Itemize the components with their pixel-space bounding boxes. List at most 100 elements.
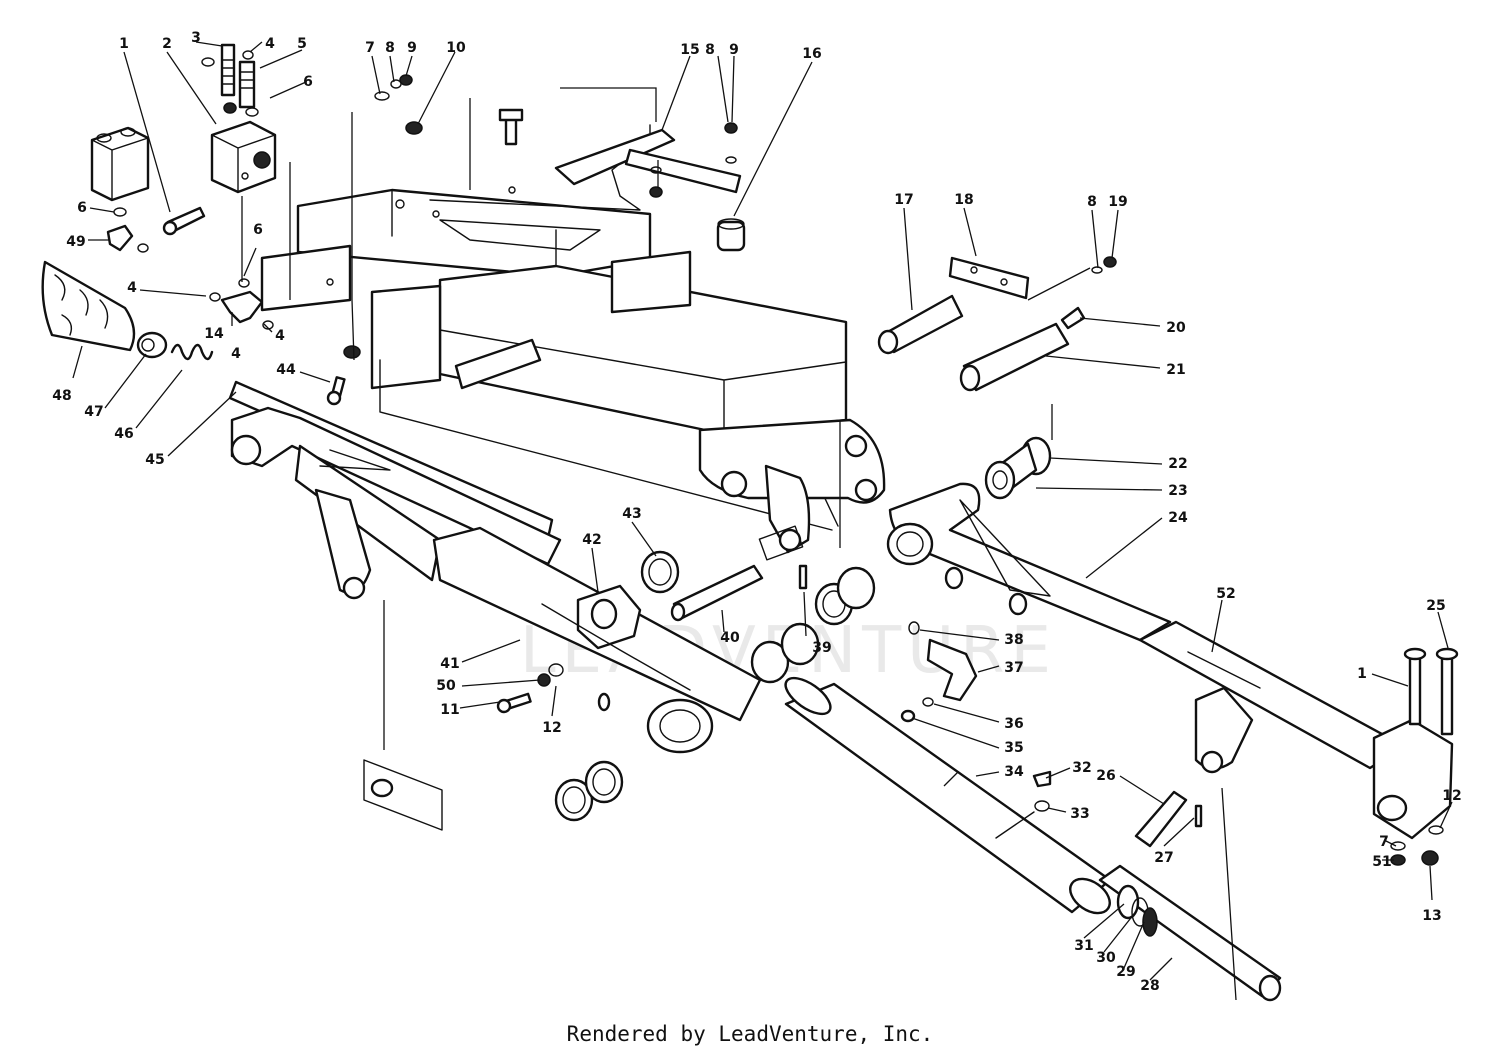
callout-52: 52 xyxy=(1216,586,1235,602)
callout-4: 4 xyxy=(231,346,241,362)
main-frame xyxy=(260,124,848,531)
callout-7: 7 xyxy=(1379,834,1389,850)
callout-6: 6 xyxy=(303,74,313,90)
callout-50: 50 xyxy=(436,678,456,694)
arm-extension-52 xyxy=(1138,620,1406,774)
callout-41: 41 xyxy=(440,656,459,672)
callout-labels: 1 2 3 4 5 6 6 6 49 4 4 4 14 48 47 46 45 … xyxy=(52,30,1461,994)
callout-6: 6 xyxy=(253,222,263,238)
callout-21: 21 xyxy=(1166,362,1185,378)
callout-51: 51 xyxy=(1372,854,1391,870)
callout-38: 38 xyxy=(1004,632,1023,648)
callout-42: 42 xyxy=(582,532,601,548)
valve-handle-grip xyxy=(41,260,136,352)
callout-47: 47 xyxy=(84,404,103,420)
left-lift-arm-41 xyxy=(230,406,762,754)
callout-49: 49 xyxy=(66,234,85,250)
callout-1: 1 xyxy=(119,36,129,52)
callout-8: 8 xyxy=(705,42,715,58)
callout-4: 4 xyxy=(265,36,275,52)
callout-22: 22 xyxy=(1168,456,1187,472)
callout-14: 14 xyxy=(204,326,224,342)
callout-36: 36 xyxy=(1004,716,1023,732)
render-credit: Rendered by LeadVenture, Inc. xyxy=(566,1022,934,1046)
callout-8: 8 xyxy=(1087,194,1097,210)
hardware-11-50-12 xyxy=(496,663,611,714)
elbow-fitting-37 xyxy=(900,621,978,723)
end-block-and-bolts xyxy=(1372,647,1459,866)
callout-9: 9 xyxy=(407,40,417,56)
callout-11: 11 xyxy=(440,702,459,718)
tee-fitting-49 xyxy=(106,224,134,252)
callout-24: 24 xyxy=(1168,510,1188,526)
pin-17 xyxy=(877,294,964,355)
callout-18: 18 xyxy=(954,192,973,208)
callout-40: 40 xyxy=(720,630,740,646)
bolt-44 xyxy=(326,376,346,406)
callout-3: 3 xyxy=(191,30,201,46)
callout-44: 44 xyxy=(276,362,296,378)
callout-7: 7 xyxy=(365,40,375,56)
callout-35: 35 xyxy=(1004,740,1023,756)
valve-bolt xyxy=(162,206,206,236)
callout-29: 29 xyxy=(1116,964,1135,980)
bushing-47 xyxy=(136,331,168,359)
small-hardware-top xyxy=(343,74,1117,359)
callout-27: 27 xyxy=(1154,850,1173,866)
callout-1: 1 xyxy=(1357,666,1367,682)
callout-8: 8 xyxy=(385,40,395,56)
spare-valve-block xyxy=(90,126,150,202)
callout-4: 4 xyxy=(127,280,137,296)
callout-15: 15 xyxy=(680,42,699,58)
callout-46: 46 xyxy=(114,426,133,442)
callout-12: 12 xyxy=(1442,788,1461,804)
callout-43: 43 xyxy=(622,506,641,522)
tee-fitting-14 xyxy=(220,290,264,324)
callout-4: 4 xyxy=(275,328,285,344)
parts-drawing: LEADVENTURE xyxy=(41,30,1462,1002)
alignment-lines xyxy=(241,87,1237,1001)
pin-40 xyxy=(670,564,808,622)
callout-12: 12 xyxy=(542,720,561,736)
frame-pivot-plates xyxy=(698,418,886,561)
callout-5: 5 xyxy=(297,36,307,52)
callout-19: 19 xyxy=(1108,194,1127,210)
hydraulic-valve-body xyxy=(210,120,277,194)
bushings-lower-left xyxy=(554,550,876,822)
callout-23: 23 xyxy=(1168,483,1187,499)
callout-28: 28 xyxy=(1140,978,1159,994)
cross-tube-34 xyxy=(784,676,1112,915)
callout-34: 34 xyxy=(1004,764,1024,780)
shaft-28 xyxy=(1098,864,1282,1002)
stop-16 xyxy=(716,218,746,252)
callout-30: 30 xyxy=(1096,950,1116,966)
callout-45: 45 xyxy=(145,452,164,468)
callout-37: 37 xyxy=(1004,660,1023,676)
callout-25: 25 xyxy=(1426,598,1445,614)
callout-9: 9 xyxy=(729,42,739,58)
bushing-plate-42 xyxy=(541,584,691,691)
callout-10: 10 xyxy=(446,40,466,56)
bracket-15 xyxy=(554,128,742,194)
bushings-22-23 xyxy=(984,436,1052,500)
callout-48: 48 xyxy=(52,388,71,404)
right-lift-arm-24 xyxy=(886,482,1172,642)
callout-33: 33 xyxy=(1070,806,1089,822)
pin-21 xyxy=(959,322,1070,392)
callout-17: 17 xyxy=(894,192,913,208)
callout-2: 2 xyxy=(162,36,172,52)
callout-13: 13 xyxy=(1422,908,1441,924)
callout-leaders xyxy=(72,41,1453,981)
callout-16: 16 xyxy=(802,46,821,62)
callout-39: 39 xyxy=(812,640,831,656)
spring-46 xyxy=(170,343,214,361)
callout-31: 31 xyxy=(1074,938,1093,954)
shaft-end-lower-left xyxy=(363,759,443,831)
callout-26: 26 xyxy=(1096,768,1115,784)
callout-20: 20 xyxy=(1166,320,1186,336)
callout-32: 32 xyxy=(1072,760,1091,776)
plate-18 xyxy=(948,256,1030,300)
pin-26-and-parts xyxy=(1032,770,1203,848)
callout-6: 6 xyxy=(77,200,87,216)
